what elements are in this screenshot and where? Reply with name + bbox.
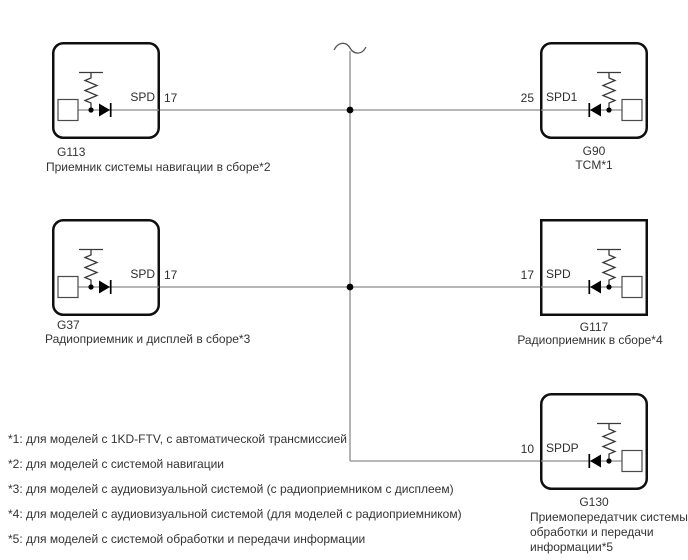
diode-icon xyxy=(590,454,601,468)
footnote: *5: для моделей с системой обработки и п… xyxy=(8,532,366,546)
junction-dot xyxy=(606,284,612,290)
signal-label: SPD1 xyxy=(546,90,578,104)
connector-id: G90 xyxy=(582,144,606,158)
diode-icon xyxy=(99,280,110,294)
connector-description: Приемник системы навигации в сборе*2 xyxy=(46,160,271,174)
connector-g90-symbol xyxy=(540,42,648,139)
connector-box xyxy=(52,219,160,316)
connector-description: Приемопередатчик системы обработки и пер… xyxy=(530,510,688,554)
connector-id: G37 xyxy=(57,318,80,332)
pin-square-icon xyxy=(57,98,79,122)
pin-number: 10 xyxy=(520,442,534,456)
signal-label: SPD xyxy=(130,90,155,104)
resistor-icon xyxy=(601,423,617,461)
connector-g37-symbol xyxy=(52,219,160,316)
pin-square-icon xyxy=(621,98,643,122)
junction-dot xyxy=(606,107,612,113)
connector-box xyxy=(52,42,160,139)
signal-label: SPD xyxy=(546,267,571,281)
connector-g117-symbol xyxy=(540,219,648,316)
pin-square-icon xyxy=(621,275,643,299)
connector-g117: SPD xyxy=(540,219,648,316)
footnote: *1: для моделей с 1KD-FTV, с автоматичес… xyxy=(8,432,347,446)
junction-dot xyxy=(346,283,354,291)
connector-description: Радиоприемник в сборе*4 xyxy=(517,333,663,347)
resistor-icon xyxy=(83,72,99,110)
junction-dot xyxy=(346,106,354,114)
pin-number: 17 xyxy=(164,91,178,105)
connector-g90: SPD1 xyxy=(540,42,648,139)
connector-g130-symbol xyxy=(540,393,648,490)
footnote: *2: для моделей с системой навигации xyxy=(8,457,224,471)
diode-icon xyxy=(590,280,601,294)
resistor-icon xyxy=(601,72,617,110)
junction-dot xyxy=(606,458,612,464)
wire-break-icon xyxy=(333,42,367,54)
diode-icon xyxy=(99,103,110,117)
signal-label: SPDP xyxy=(546,441,579,455)
connector-box xyxy=(540,42,648,139)
pin-square-icon xyxy=(621,449,643,473)
connector-g113-symbol xyxy=(52,42,160,139)
connector-g130: SPDP xyxy=(540,393,648,490)
resistor-icon xyxy=(83,249,99,287)
connector-box xyxy=(540,219,648,316)
connector-g37: SPD xyxy=(52,219,160,316)
connector-box xyxy=(540,393,648,490)
pin-number: 17 xyxy=(520,268,534,282)
pin-number: 25 xyxy=(520,91,534,105)
footnotes-list: *1: для моделей с 1KD-FTV, с автоматичес… xyxy=(8,432,462,557)
connector-id: G113 xyxy=(57,145,86,159)
connector-g113: SPD xyxy=(52,42,160,139)
resistor-icon xyxy=(601,249,617,287)
footnote: *4: для моделей с аудиовизуальной систем… xyxy=(8,507,462,521)
pin-square-icon xyxy=(57,275,79,299)
connector-id: G117 xyxy=(579,320,609,334)
connector-id: G130 xyxy=(579,495,609,509)
connector-description: TCM*1 xyxy=(575,158,613,172)
pin-number: 17 xyxy=(164,268,178,282)
junction-dot xyxy=(88,107,94,113)
junction-dot xyxy=(88,284,94,290)
signal-label: SPD xyxy=(130,267,155,281)
connector-description: Радиоприемник и дисплей в сборе*3 xyxy=(45,332,251,346)
diode-icon xyxy=(590,103,601,117)
footnote: *3: для моделей с аудиовизуальной систем… xyxy=(8,482,454,496)
